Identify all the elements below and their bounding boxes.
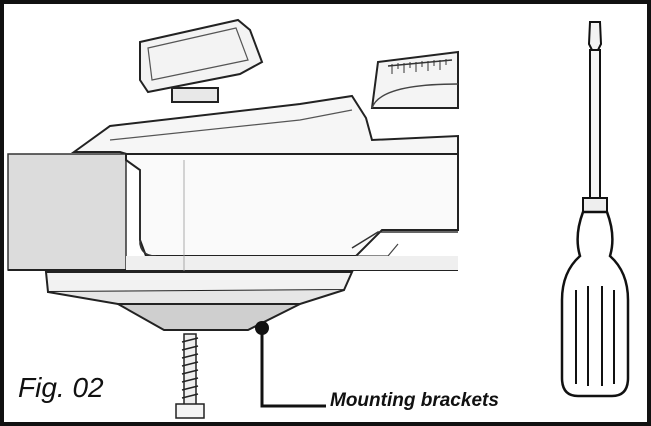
knob-icon (139, 18, 264, 103)
callout-leader (255, 321, 326, 408)
device-body (8, 153, 459, 330)
mounting-beam (7, 153, 127, 271)
dial-icon (370, 50, 459, 109)
callout-label-mounting-brackets: Mounting brackets (330, 390, 499, 411)
screwdriver-icon (560, 21, 630, 398)
figure-label: Fig. 02 (18, 372, 104, 403)
mounting-bracket (44, 271, 354, 331)
screw-icon (175, 333, 205, 419)
